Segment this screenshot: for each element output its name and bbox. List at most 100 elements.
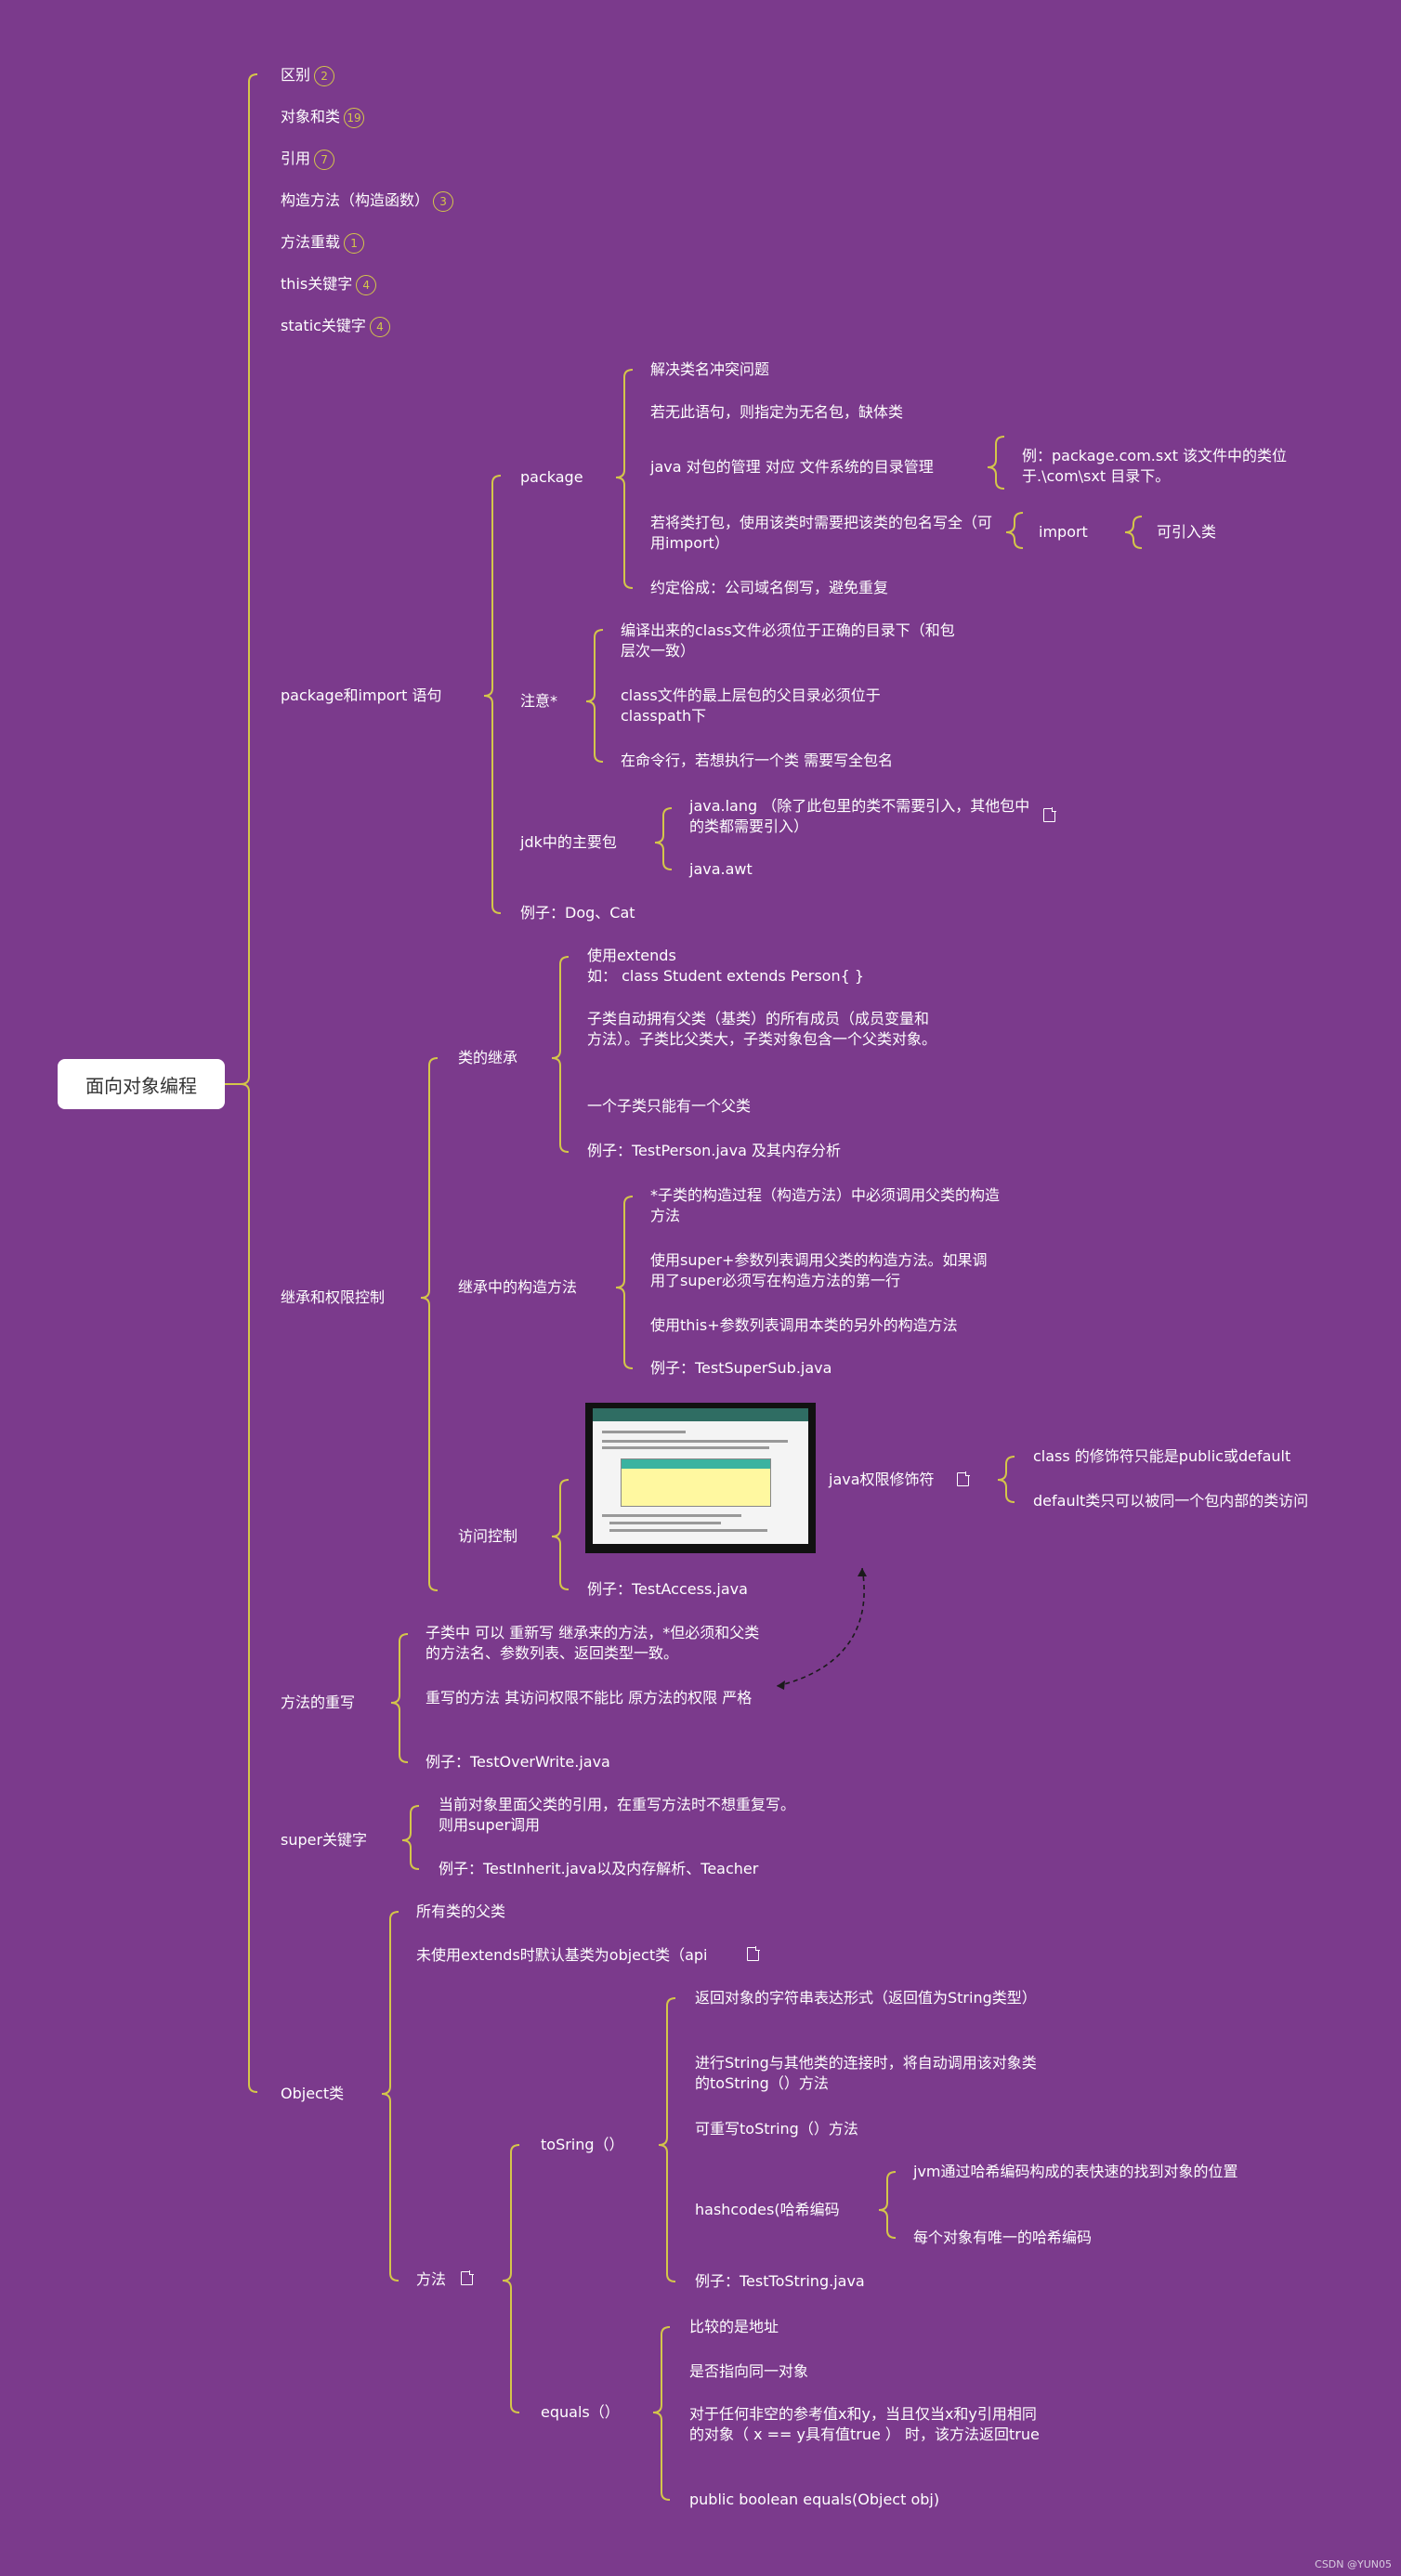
branch-override[interactable]: 方法的重写 [281,1693,356,1711]
relation-arrowhead [777,1680,785,1690]
collapse-count-badge[interactable]: 4 [356,274,377,295]
leaf-text: 所有类的父类 [416,1903,506,1920]
leaf-text: java.lang （除了此包里的类不需要引入，其他包中的类都需要引入） [689,797,1030,835]
dir-brace [987,436,1005,490]
leaf-text: 进行String与其他类的连接时，将自动调用该对象类的toString（）方法 [695,2054,1037,2092]
leaf-text: 可重写toString（）方法 [695,2120,858,2138]
note-icon[interactable] [747,1946,760,1961]
leaf-text: 在命令行，若想执行一个类 需要写全包名 [621,752,894,769]
branch-constructor[interactable]: 构造方法（构造函数）3 [281,190,454,212]
leaf-text: 每个对象有唯一的哈希编码 [913,2229,1093,2246]
hash-brace [878,2171,897,2239]
leaf-text: 是否指向同一对象 [689,2362,809,2380]
leaf-text: 例子：Dog、Cat [520,904,635,922]
branch-inheritance[interactable]: 继承和权限控制 [281,1288,386,1306]
node-package[interactable]: package [520,468,583,486]
leaf-text: 若无此语句，则指定为无名包，缺体类 [650,403,904,421]
import-brace [1005,512,1024,549]
leaf-text: 一个子类只能有一个父类 [587,1097,752,1115]
collapse-count-badge[interactable]: 7 [314,149,335,170]
override-brace [390,1633,409,1763]
collapse-count-badge[interactable]: 3 [433,190,454,212]
node-jdk-packages[interactable]: jdk中的主要包 [520,833,617,851]
leaf-text: 例子：TestPerson.java 及其内存分析 [587,1142,841,1159]
node-import[interactable]: import [1039,523,1088,541]
leaf-text: *子类的构造过程（构造方法）中必须调用父类的构造方法 [650,1186,1001,1224]
leaf-text: class 的修饰符只能是public或default [1033,1447,1291,1465]
package-brace [615,369,634,589]
node-methods[interactable]: 方法 [416,2270,447,2288]
relation-dashed-arrow [776,1567,865,1687]
leaf-text: 例子：TestSuperSub.java [650,1359,832,1377]
leaf-text: 使用extends [587,947,676,964]
leaf-text: 未使用extends时默认基类为object类（api [416,1946,708,1964]
leaf-text: 对于任何非空的参考值x和y，当且仅当x和y引用相同的对象（ x == y具有值t… [689,2405,1040,2443]
notice-brace [585,629,604,763]
methods-brace [502,2144,520,2413]
branch-super[interactable]: super关键字 [281,1831,368,1849]
node-notice[interactable]: 注意* [520,692,558,710]
leaf-text: java.awt [689,860,753,878]
watermark: CSDN @YUN05 [1315,2558,1392,2570]
class-inherit-brace [551,956,570,1153]
leaf-text: 例子：TestOverWrite.java [426,1753,610,1771]
node-java-modifiers[interactable]: java权限修饰符 [829,1471,935,1488]
leaf-text: 若将类打包，使用该类时需要把该类的包名写全（可用import） [650,514,993,552]
modifier-brace [997,1456,1015,1503]
leaf-text: 解决类名冲突问题 [650,360,770,378]
jdk-brace [654,807,673,870]
import-child-brace [1124,516,1143,549]
leaf-text: 约定俗成：公司域名倒写，避免重复 [650,579,889,596]
note-icon[interactable] [1043,807,1056,822]
leaf-text: 可引入类 [1157,523,1217,541]
pkg-brace [483,475,502,914]
collapse-count-badge[interactable]: 4 [369,316,390,337]
node-class-inherit[interactable]: 类的继承 [458,1049,518,1066]
leaf-text: default类只可以被同一个包内部的类访问 [1033,1492,1309,1510]
leaf-text: 当前对象里面父类的引用，在重写方法时不想重复写。则用super调用 [439,1796,796,1834]
leaf-text: 使用super+参数列表调用父类的构造方法。如果调用了super必须写在构造方法… [650,1251,988,1289]
node-equals[interactable]: equals（） [541,2403,620,2421]
access-brace [551,1479,570,1590]
node-access-control[interactable]: 访问控制 [458,1527,518,1545]
leaf-text: 子类自动拥有父类（基类）的所有成员（成员变量和方法）。子类比父类大，子类对象包含… [587,1010,937,1048]
collapse-count-badge[interactable]: 1 [344,232,365,254]
ctor-brace [615,1196,634,1369]
note-icon[interactable] [957,1471,970,1486]
node-hashcodes[interactable]: hashcodes(哈希编码 [695,2201,840,2218]
leaf-text: 如： class Student extends Person{ } [587,967,865,985]
leaf-text: 返回对象的字符串表达形式（返回值为String类型） [695,1989,1037,2007]
collapse-count-badge[interactable]: 19 [344,107,365,128]
table-screenshot-image[interactable] [585,1403,816,1553]
branch-package-import[interactable]: package和import 语句 [281,686,442,704]
collapse-count-badge[interactable]: 2 [314,65,335,86]
branch-object[interactable]: Object类 [281,2085,345,2102]
root-brace [240,73,258,2093]
leaf-text: 子类中 可以 重新写 继承来的方法，*但必须和父类的方法名、参数列表、返回类型一… [426,1624,760,1662]
inherit-brace [420,1057,439,1591]
root-node[interactable]: 面向对象编程 [58,1059,225,1109]
leaf-text: 例子：TestAccess.java [587,1580,748,1598]
leaf-text: 例：package.com.sxt 该文件中的类位于.\com\sxt 目录下。 [1022,447,1288,485]
relation-arrow-start [858,1568,867,1576]
leaf-text: 比较的是地址 [689,2318,779,2335]
node-inherit-ctor[interactable]: 继承中的构造方法 [458,1278,578,1296]
leaf-text: 重写的方法 其访问权限不能比 原方法的权限 严格 [426,1689,753,1706]
leaf-text: java 对包的管理 对应 文件系统的目录管理 [650,458,934,476]
leaf-text: 例子：TestInherit.java以及内存解析、Teacher [439,1860,759,1877]
leaf-text: public boolean equals(Object obj) [689,2491,940,2508]
node-tostring[interactable]: toSring（） [541,2136,624,2153]
leaf-text: 使用this+参数列表调用本类的另外的构造方法 [650,1316,958,1334]
object-brace [381,1911,399,2282]
leaf-text: 编译出来的class文件必须位于正确的目录下（和包层次一致） [621,621,955,660]
note-icon[interactable] [461,2270,474,2285]
tostring-brace [658,1997,676,2282]
leaf-text: jvm通过哈希编码构成的表快速的找到对象的位置 [913,2163,1238,2180]
